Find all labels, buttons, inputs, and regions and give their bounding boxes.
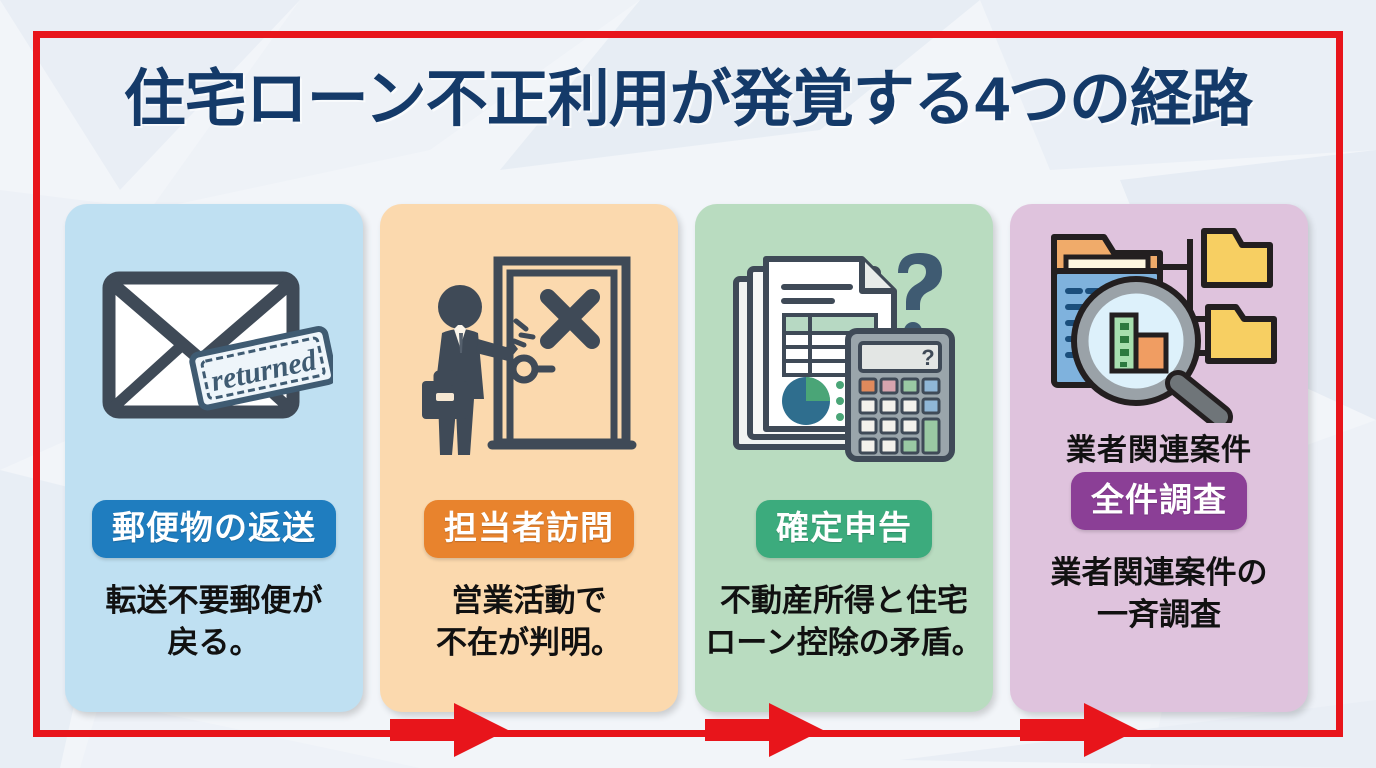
caption-line-1: 不動産所得と住宅 [719, 583, 968, 618]
step-caption: 営業活動で 不在が判明。 [426, 580, 632, 664]
step-pre-label: 業者関連案件 [1066, 434, 1252, 467]
red-border-frame [33, 31, 1343, 737]
caption-line-1: 営業活動で [451, 583, 607, 618]
step-label-full-audit[interactable]: 全件調査 [1071, 472, 1247, 530]
step-caption: 転送不要郵便が 戻る。 [96, 580, 333, 664]
flow-arrow-2 [705, 701, 823, 759]
caption-line-2: 戻る。 [167, 624, 261, 660]
step-card-mail-return[interactable]: returned 郵便物の返送 転送不要郵便が 戻る。 [65, 204, 363, 712]
step-label-mail-return[interactable]: 郵便物の返送 [92, 500, 336, 558]
step-card-agent-visit[interactable]: 担当者訪問 営業活動で 不在が判明。 [380, 204, 678, 712]
salesperson-at-door-icon [380, 204, 678, 500]
envelope-returned-icon: returned [65, 204, 363, 500]
step-caption: 業者関連案件の 一斉調査 [1041, 552, 1278, 636]
caption-line-2: 不在が判明。 [436, 624, 622, 660]
step-label-agent-visit[interactable]: 担当者訪問 [424, 500, 634, 558]
step-card-tax-return[interactable]: ? 確定申告 不動産所得と住宅 [695, 204, 993, 712]
svg-text:?: ? [921, 345, 934, 370]
flow-arrow-3 [1020, 701, 1138, 759]
tax-documents-calculator-icon: ? [695, 204, 993, 500]
caption-line-2: ローン控除の矛盾。 [705, 624, 983, 660]
page-title: 住宅ローン不正利用が発覚する4つの経路 [123, 65, 1253, 134]
step-label-tax-return[interactable]: 確定申告 [756, 500, 932, 558]
caption-line-1: 業者関連案件の [1050, 555, 1268, 590]
flow-arrow-1 [390, 701, 508, 759]
folders-magnifier-audit-icon [1010, 204, 1308, 436]
caption-line-2: 一斉調査 [1097, 596, 1221, 632]
step-caption: 不動産所得と住宅 ローン控除の矛盾。 [695, 580, 992, 664]
step-card-full-audit[interactable]: 業者関連案件 全件調査 業者関連案件の 一斉調査 [1010, 204, 1308, 712]
steps-container: returned 郵便物の返送 転送不要郵便が 戻る。 [65, 204, 1311, 757]
caption-line-1: 転送不要郵便が [105, 583, 323, 618]
